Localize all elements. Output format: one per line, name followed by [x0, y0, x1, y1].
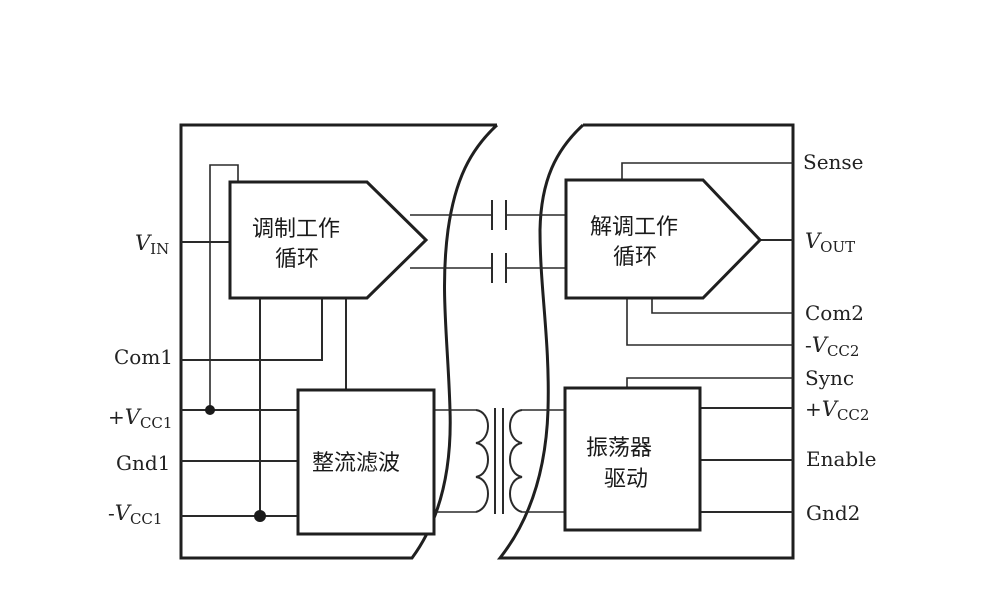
oscillator-driver-block: 振荡器 驱动: [563, 386, 702, 532]
modulator-label-line1: 调制工作: [252, 217, 340, 242]
pin-com1: Com1: [114, 345, 173, 369]
rectifier-label: 整流滤波: [312, 451, 400, 476]
pin-vcc1-pos: +VCC1: [108, 405, 172, 432]
oscillator-label-line2: 驱动: [604, 467, 648, 492]
junction-dot: [205, 405, 215, 415]
rectifier-filter-block: 整流滤波: [296, 388, 436, 536]
pin-sync: Sync: [805, 366, 854, 390]
right-pin-labels: Sense VOUT Com2 -VCC2 Sync +VCC2 Enable …: [803, 150, 876, 525]
left-wiring: [181, 164, 347, 522]
pin-sense: Sense: [803, 150, 864, 174]
capacitor-coupling: [410, 200, 570, 283]
pin-gnd1: Gnd1: [116, 451, 170, 475]
pin-com2: Com2: [805, 301, 864, 325]
pin-enable: Enable: [806, 447, 876, 471]
oscillator-label-line1: 振荡器: [586, 436, 652, 461]
pin-vcc1-neg: -VCC1: [108, 501, 162, 528]
junction-dot: [254, 510, 266, 522]
pin-vcc2-pos: +VCC2: [805, 397, 869, 424]
pin-gnd2: Gnd2: [806, 501, 860, 525]
pin-vcc2-neg: -VCC2: [805, 333, 859, 360]
demodulator-label-line1: 解调工作: [590, 215, 678, 240]
modulator-block: 调制工作 循环: [228, 180, 429, 300]
left-pin-labels: VIN Com1 +VCC1 Gnd1 -VCC1: [108, 231, 173, 528]
pin-vin: VIN: [135, 231, 169, 258]
transformer: [434, 408, 565, 514]
demodulator-block: 解调工作 循环: [564, 178, 763, 300]
demodulator-label-line2: 循环: [613, 245, 657, 270]
right-wiring: [621, 162, 793, 513]
modulator-label-line2: 循环: [275, 247, 319, 272]
right-module-outline: [496, 123, 795, 560]
pin-vout: VOUT: [805, 229, 855, 256]
